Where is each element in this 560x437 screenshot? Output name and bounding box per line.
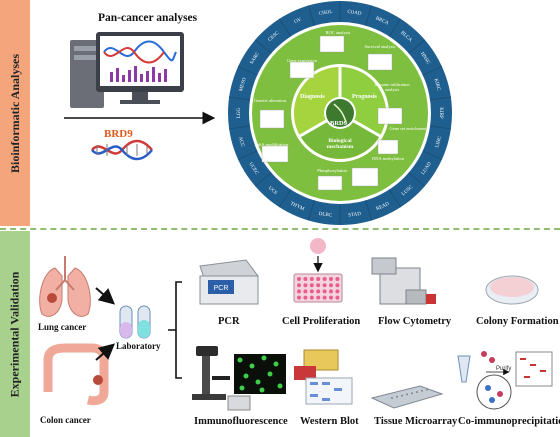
lung-cancer-label: Lung cancer xyxy=(38,322,87,332)
co-ip-icon: Purify xyxy=(457,351,553,410)
wheel-outer-label: READ xyxy=(376,202,391,212)
wheel-mid-label: Genetic alteration xyxy=(253,98,287,103)
wheel-divider xyxy=(430,96,451,101)
pcr-machine-icon: PCR xyxy=(199,259,259,305)
method-colony-formation: Colony Formation xyxy=(476,316,559,327)
wheel-outer-label: LIHC xyxy=(435,135,443,148)
wheel-outer-label: DLBC xyxy=(318,212,333,219)
colon-icon xyxy=(43,343,109,406)
method-bracket xyxy=(168,281,182,379)
immunofluorescence-image xyxy=(227,354,286,411)
wheel-outer-label: UCEC xyxy=(247,162,259,176)
wheel-outer-label: STAD xyxy=(348,212,362,219)
wheel-divider xyxy=(430,125,451,130)
band-experimental: Experimental Validation xyxy=(0,231,30,437)
western-blot-icon xyxy=(294,349,353,405)
wheel-mid-label: m6A modification xyxy=(255,142,289,147)
wheel-outer-label: LGG xyxy=(237,107,242,118)
petri-dish-icon xyxy=(485,275,539,305)
wheel-outer-label: UCS xyxy=(267,186,278,196)
wheel-divider xyxy=(422,150,443,160)
analysis-wheel: COADBRCABLCAHNSCKIRCKIRPLIHCLUADLUSCREAD… xyxy=(228,1,452,225)
wheel-divider xyxy=(388,18,402,37)
band-bioinformatic: Bioinformatic Analyses xyxy=(0,0,30,226)
method-pcr: PCR xyxy=(218,316,240,327)
gene-name: BRD9 xyxy=(104,128,133,140)
laboratory-label: Laboratory xyxy=(116,341,161,351)
wheel-divider xyxy=(307,200,315,221)
method-co-ip: Co-immunoprecipitation xyxy=(458,416,560,427)
wheel-divider xyxy=(365,5,373,26)
wheel-outer-label: KIRC xyxy=(433,78,441,92)
wheel-divider xyxy=(307,5,315,26)
wheel-mid-label: DNA methylation xyxy=(371,156,405,161)
wheel-divider xyxy=(229,125,250,130)
wheel-inner-mechanism: Biological mechanism xyxy=(326,138,354,150)
wheel-divider xyxy=(408,172,425,187)
lung-icon xyxy=(39,256,91,317)
tissue-microarray-icon xyxy=(370,385,444,409)
method-flow-cytometry: Flow Cytometry xyxy=(378,316,452,327)
pcr-screen-text: PCR xyxy=(214,285,229,292)
wheel-outer-label: BRCA xyxy=(375,16,390,26)
wheel-mid-label: Gene set enrichment xyxy=(389,126,427,131)
microscope-icon xyxy=(192,346,230,400)
wheel-divider xyxy=(422,66,443,76)
section-divider xyxy=(0,228,560,230)
wheel-divider xyxy=(388,189,402,208)
lab-tubes-icon xyxy=(119,305,151,339)
wheel-outer-label: SARC xyxy=(250,51,262,65)
wheel-outer-label: ACC xyxy=(237,136,245,148)
wheel-divider xyxy=(229,96,250,101)
flow-cytometer-icon xyxy=(371,257,436,305)
wheel-outer-label: HNSC xyxy=(419,52,431,66)
wheel-divider xyxy=(255,39,272,54)
wheel-divider xyxy=(237,150,258,160)
wheel-outer-label: KIRP xyxy=(438,107,443,119)
wheel-outer-label: MESO xyxy=(239,77,248,92)
wheel-divider xyxy=(255,172,272,187)
wheel-divider xyxy=(278,18,292,37)
wheel-mid-label: ROC analysis xyxy=(325,30,351,35)
dna-icon xyxy=(91,139,153,161)
wheel-outer-label: COAD xyxy=(347,10,362,17)
pan-cancer-title: Pan-cancer analyses xyxy=(98,12,198,24)
cell-plate-icon xyxy=(293,238,343,303)
computer-icon xyxy=(70,32,184,108)
wheel-mid-label: Gene expression xyxy=(287,58,317,63)
arrow-lung-lab xyxy=(95,287,116,305)
wheel-inner-diagnosis: Diagnosis xyxy=(300,94,325,100)
wheel-mid-label: Phosphorylation xyxy=(317,168,347,173)
method-cell-proliferation: Cell Proliferation xyxy=(282,316,361,327)
purify-label: Purify xyxy=(496,366,511,372)
wheel-outer-label: OV xyxy=(294,17,303,25)
wheel-mid-label: Survival analysis xyxy=(364,44,396,49)
method-immunofluorescence: Immunofluorescence xyxy=(194,416,288,427)
wheel-outer-label: THYM xyxy=(289,202,305,213)
wheel-mid-label: Immune infiltration analysis xyxy=(374,82,410,92)
method-tissue-microarray: Tissue Microarray xyxy=(374,416,458,427)
colon-cancer-label: Colon cancer xyxy=(40,415,91,425)
wheel-divider xyxy=(237,66,258,76)
wheel-center-label: BRD9 xyxy=(330,120,347,127)
wheel-outer-label: CHOL xyxy=(319,10,333,17)
wheel-divider xyxy=(278,189,292,208)
arrow-colon-lab xyxy=(95,343,116,361)
method-western-blot: Western Blot xyxy=(300,416,359,427)
wheel-outer-label: LUAD xyxy=(421,161,433,176)
wheel-divider xyxy=(408,39,425,54)
wheel-inner-prognosis: Prognosis xyxy=(352,94,377,100)
wheel-divider xyxy=(365,200,373,221)
